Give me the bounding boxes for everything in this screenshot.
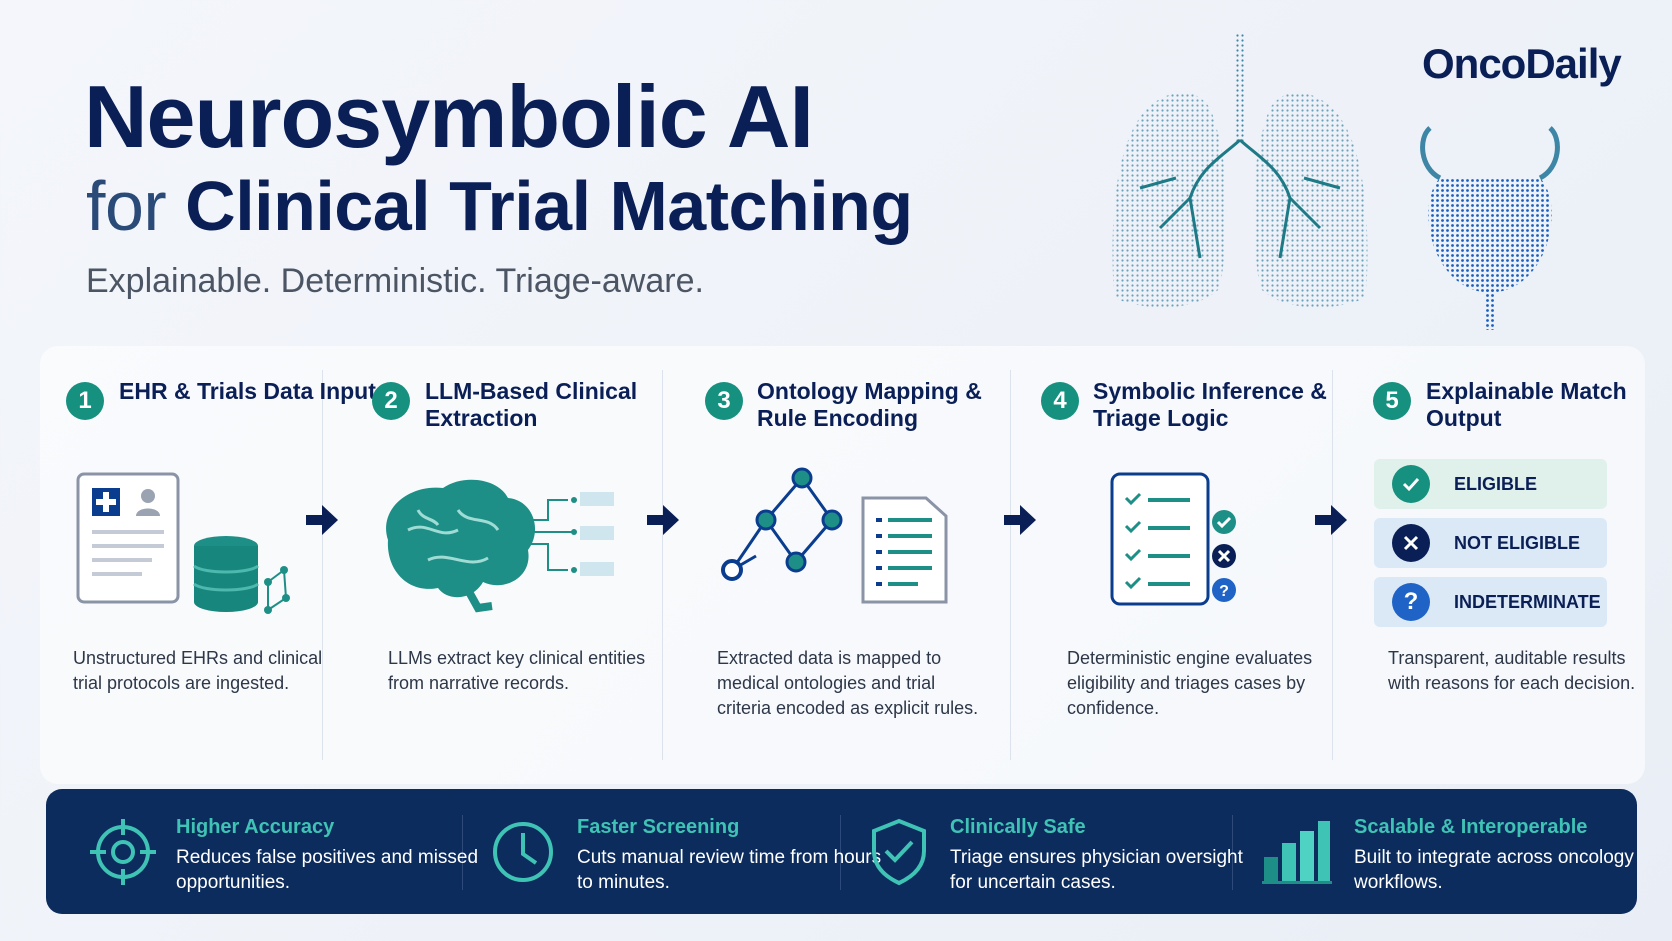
bar-chart-icon: [1262, 821, 1332, 884]
benefit-3-title: Clinically Safe: [950, 816, 1086, 838]
benefit-divider: [840, 815, 841, 890]
step-3-title: Ontology Mapping & Rule Encoding: [757, 378, 982, 431]
benefit-2-title: Faster Screening: [577, 816, 740, 838]
step-1-description: Unstructured EHRs and clinical trial pro…: [73, 648, 323, 693]
shield-check-icon: [872, 818, 926, 886]
eligible-badge: ELIGIBLE: [1374, 459, 1607, 509]
page-title: Neurosymbolic AI: [84, 67, 814, 166]
brand-logo: OncoDaily: [1422, 40, 1622, 87]
benefit-1-description: Reduces false positives and missed oppor…: [176, 847, 479, 893]
check-shield-icon: [1392, 465, 1430, 503]
benefit-divider: [462, 815, 463, 890]
svg-text:?: ?: [1219, 583, 1229, 600]
arrow-right-icon: [647, 505, 679, 535]
step-divider: [662, 370, 663, 760]
step-4-description: Deterministic engine evaluates eligibili…: [1067, 648, 1313, 718]
arrow-right-icon: [306, 505, 338, 535]
brain-extraction-icon: [386, 479, 614, 613]
subtitle: Explainable. Deterministic. Triage-aware…: [86, 262, 704, 300]
title-main: Clinical Trial Matching: [185, 167, 913, 245]
not-eligible-badge: NOT ELIGIBLE: [1374, 518, 1607, 568]
indeterminate-label: INDETERMINATE: [1454, 591, 1601, 612]
clock-icon: [493, 822, 553, 882]
target-icon: [90, 819, 156, 885]
not-eligible-label: NOT ELIGIBLE: [1454, 532, 1580, 553]
step-5-description: Transparent, auditable results with reas…: [1388, 648, 1636, 693]
step-4-title: Symbolic Inference & Triage Logic: [1093, 378, 1327, 431]
question-circle-icon: ?: [1392, 583, 1430, 621]
eligible-label: ELIGIBLE: [1454, 473, 1538, 494]
ontology-graph-document-icon: [721, 467, 948, 604]
benefits-bar: [46, 789, 1637, 914]
lungs-icon: [1112, 34, 1368, 308]
step-2-number: 2: [372, 382, 410, 420]
benefit-4-description: Built to integrate across oncology workf…: [1354, 847, 1634, 893]
bladder-icon: [1420, 126, 1560, 330]
indeterminate-badge: ? INDETERMINATE: [1374, 577, 1607, 627]
page-title-line2: for Clinical Trial Matching: [86, 166, 913, 246]
step-2-description: LLMs extract key clinical entities from …: [388, 648, 646, 693]
step-divider: [322, 370, 323, 760]
checklist-icon: ?: [1110, 472, 1236, 606]
benefit-1-title: Higher Accuracy: [176, 816, 335, 838]
benefit-4-title: Scalable & Interoperable: [1354, 816, 1588, 838]
step-4-number: 4: [1041, 382, 1079, 420]
benefit-2-description: Cuts manual review time from hours to mi…: [577, 847, 882, 893]
step-divider: [1332, 370, 1333, 760]
step-3-number: 3: [705, 382, 743, 420]
step-3-description: Extracted data is mapped to medical onto…: [717, 648, 979, 718]
step-5-number: 5: [1373, 382, 1411, 420]
arrow-right-icon: [1315, 505, 1347, 535]
step-divider: [1010, 370, 1011, 760]
step-2-title: LLM-Based Clinical Extraction: [425, 378, 638, 431]
benefit-divider: [1232, 815, 1233, 890]
step-5-title: Explainable Match Output: [1426, 378, 1627, 431]
lungs-bladder-illustration: [1112, 34, 1560, 330]
x-circle-icon: [1392, 524, 1430, 562]
step-1-title: EHR & Trials Data Input: [119, 378, 376, 404]
arrow-right-icon: [1004, 505, 1036, 535]
title-prefix: for: [86, 167, 167, 245]
ehr-document-database-icon: [76, 472, 290, 614]
step-1-number: 1: [66, 382, 104, 420]
benefit-3-description: Triage ensures physician oversight for u…: [950, 847, 1243, 893]
